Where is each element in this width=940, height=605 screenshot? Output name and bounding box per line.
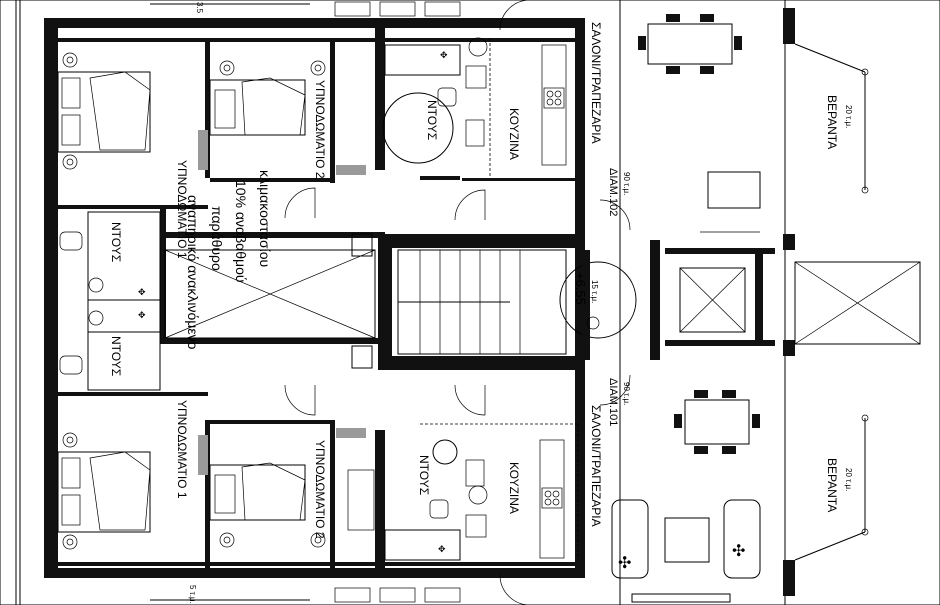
dining-table-lower [684, 399, 750, 445]
bed-lower-1 [57, 451, 151, 533]
stair-treads [419, 250, 521, 354]
dining-table-upper [647, 23, 733, 65]
bed-upper-1 [57, 71, 151, 153]
room-label-bedroom2-upper: ΥΠΝΟΔΩΜΑΤΙΟ 2 [313, 80, 327, 179]
elevator-shaft [679, 267, 746, 333]
room-label-veranda-upper: ΒΕΡΑΝΤΑ [825, 95, 839, 149]
svg-text:✣: ✣ [618, 555, 631, 572]
stair-note-line2: παράθυρο [209, 206, 225, 271]
dim-top: 3.5 [195, 2, 204, 14]
veranda-area-upper: 20 τ.μ. [844, 105, 853, 128]
room-label-veranda-lower: ΒΕΡΑΝΤΑ [825, 458, 839, 512]
sofa-left [611, 499, 649, 579]
room-label-shower-lower: ΝΤΟΥΣ [417, 455, 431, 495]
room-label-shower-left-upper: ΝΤΟΥΣ [109, 222, 123, 262]
apt101-label: ΔΙΑΜ.101 [607, 378, 619, 426]
svg-text:✣: ✣ [732, 543, 745, 560]
svg-text:✥: ✥ [440, 50, 448, 60]
level-sub: 15 τ.μ. [590, 280, 599, 303]
apt102-label: ΔΙΑΜ.102 [607, 168, 619, 216]
room-label-living-lower: ΣΑΛΟΝΙ/ΤΡΑΠΕΖΑΡΙΑ [589, 405, 603, 527]
stair-note-line1: αναπηρικό ανακλινόμενο [185, 195, 201, 350]
apt101-area: 90 τ.μ. [622, 382, 631, 405]
stair-note-line4: κλιμακοστασίου [257, 170, 273, 267]
sofa-right [723, 499, 761, 579]
room-label-bedroom1-lower: ΥΠΝΟΔΩΜΑΤΙΟ 1 [175, 400, 189, 499]
svg-text:✥: ✥ [138, 310, 146, 320]
exterior-wall-top [44, 18, 584, 28]
apt102-area: 90 τ.μ. [622, 172, 631, 195]
exterior-wall-bottom [44, 568, 584, 578]
room-label-shower-left-lower: ΝΤΟΥΣ [109, 336, 123, 376]
svg-text:✥: ✥ [438, 544, 446, 554]
exterior-wall-left [44, 18, 58, 578]
coffee-table [664, 517, 710, 563]
svg-text:✥: ✥ [138, 287, 146, 297]
dim-bottom: 5 τ.μ. [188, 585, 197, 604]
room-label-kitchen-lower: ΚΟΥΖΙΝΑ [507, 462, 521, 514]
stair-note-line3: 10% αναβαθμού [233, 180, 249, 283]
room-label-kitchen-upper: ΚΟΥΖΙΝΑ [507, 108, 521, 160]
room-label-shower-upper: ΝΤΟΥΣ [425, 100, 439, 140]
veranda-area-lower: 20 τ.μ. [844, 468, 853, 491]
room-label-bedroom2-lower: ΥΠΝΟΔΩΜΑΤΙΟ 2 [313, 440, 327, 539]
room-label-living-upper: ΣΑΛΟΝΙ/ΤΡΑΠΕΖΑΡΙΑ [589, 22, 603, 144]
room-label-bedroom1-upper: ΥΠΝΟΔΩΜΑΤΙΟ 1 [175, 160, 189, 259]
level-mark: +6.55 [573, 272, 588, 305]
